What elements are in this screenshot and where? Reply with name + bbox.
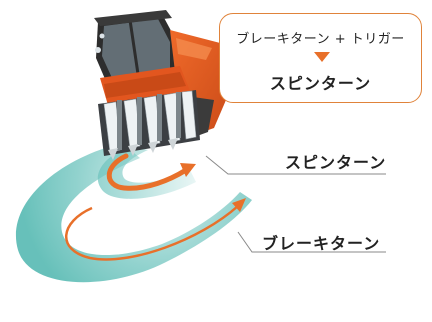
brake-turn-path bbox=[15, 143, 253, 283]
brake-turn-label: ブレーキターン bbox=[262, 234, 381, 253]
combine-harvester-image bbox=[94, 10, 232, 160]
down-triangle-icon bbox=[314, 52, 330, 62]
callout-top-text: ブレーキターン + トリガー bbox=[236, 32, 405, 47]
spin-turn-leader-line bbox=[205, 155, 386, 175]
brake-turn-leader-line bbox=[237, 231, 386, 253]
spin-turn-arrow-icon bbox=[106, 153, 189, 191]
callout-bottom-text: スピンターン bbox=[269, 74, 372, 93]
brake-turn-arrow-icon bbox=[65, 205, 239, 261]
spin-turn-arrowhead-icon bbox=[180, 163, 196, 177]
brake-turn-arrowhead-icon bbox=[232, 198, 246, 212]
spin-turn-label: スピンターン bbox=[285, 153, 387, 172]
brake-turn-trigger-callout: ブレーキターン + トリガー スピンターン bbox=[219, 13, 422, 103]
